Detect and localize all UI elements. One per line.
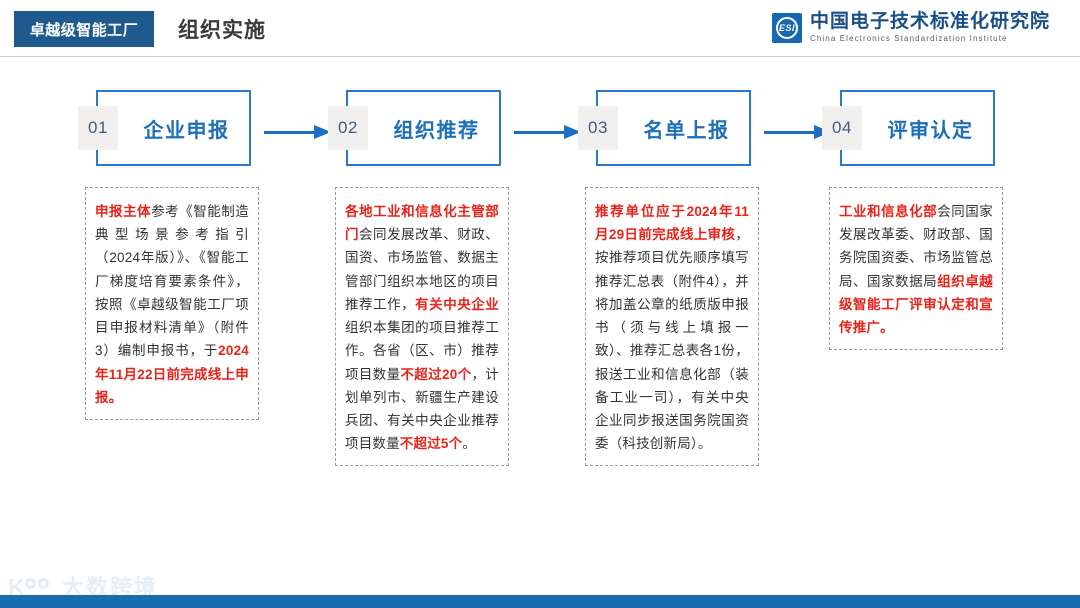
step-number-03: 03 (578, 106, 618, 150)
step-note-04: 工业和信息化部会同国家发展改革委、财政部、国务院国资委、市场监管总局、国家数据局… (829, 187, 1003, 351)
arrow-head-icon (564, 125, 581, 139)
watermark-logo-icon: K (8, 573, 56, 600)
step-label-04: 评审认定 (887, 119, 974, 142)
arrow-shaft (764, 131, 818, 134)
step-note-03: 推荐单位应于2024年11月29日前完成线上审核，按推荐项目优先顺序填写推荐汇总… (585, 187, 759, 467)
flow-arrow-01-to-02 (264, 125, 336, 139)
esi-logo-icon: ESI (771, 12, 802, 43)
step-number-04: 04 (822, 106, 862, 150)
watermark-k-glyph: K (8, 574, 25, 600)
step-box-03 (596, 90, 751, 166)
page-title: 组织实施 (178, 19, 266, 42)
step-box-02 (346, 90, 501, 166)
flow-arrow-02-to-03 (514, 125, 586, 139)
step-label-02: 组织推荐 (393, 119, 480, 142)
page-header: 卓越级智能工厂 组织实施 ESI 中国电子技术标准化研究院 China Elec… (0, 0, 1080, 57)
header-divider (0, 56, 1080, 57)
logo-english-name: China Electronics Standardization Instit… (809, 33, 1008, 43)
process-flow-diagram: 01 企业申报 申报主体参考《智能制造典型场景参考指引（2024年版）》、《智能… (0, 57, 1080, 577)
watermark-dot-2-icon (38, 578, 49, 589)
logo-chinese-name: 中国电子技术标准化研究院 (809, 11, 1050, 32)
logo-ring-icon: ESI (775, 16, 798, 39)
organization-logo: ESI 中国电子技术标准化研究院 China Electronics Stand… (771, 11, 1050, 44)
step-label-01: 企业申报 (143, 119, 230, 142)
arrow-head-icon (314, 125, 331, 139)
step-box-04 (840, 90, 995, 166)
header-tag-badge: 卓越级智能工厂 (14, 11, 154, 47)
footer-bar (0, 595, 1080, 608)
arrow-shaft (264, 131, 318, 134)
step-note-01: 申报主体参考《智能制造典型场景参考指引（2024年版）》、《智能工厂梯度培育要素… (85, 187, 259, 420)
logo-mark-text: ESI (778, 22, 795, 33)
step-number-02: 02 (328, 106, 368, 150)
logo-text-block: 中国电子技术标准化研究院 China Electronics Standardi… (809, 11, 1050, 44)
arrow-shaft (514, 131, 568, 134)
step-number-01: 01 (78, 106, 118, 150)
step-label-03: 名单上报 (643, 119, 730, 142)
step-note-02: 各地工业和信息化主管部门会同发展改革、财政、国资、市场监管、数据主管部门组织本地… (335, 187, 509, 467)
watermark-dot-1-icon (25, 578, 36, 589)
